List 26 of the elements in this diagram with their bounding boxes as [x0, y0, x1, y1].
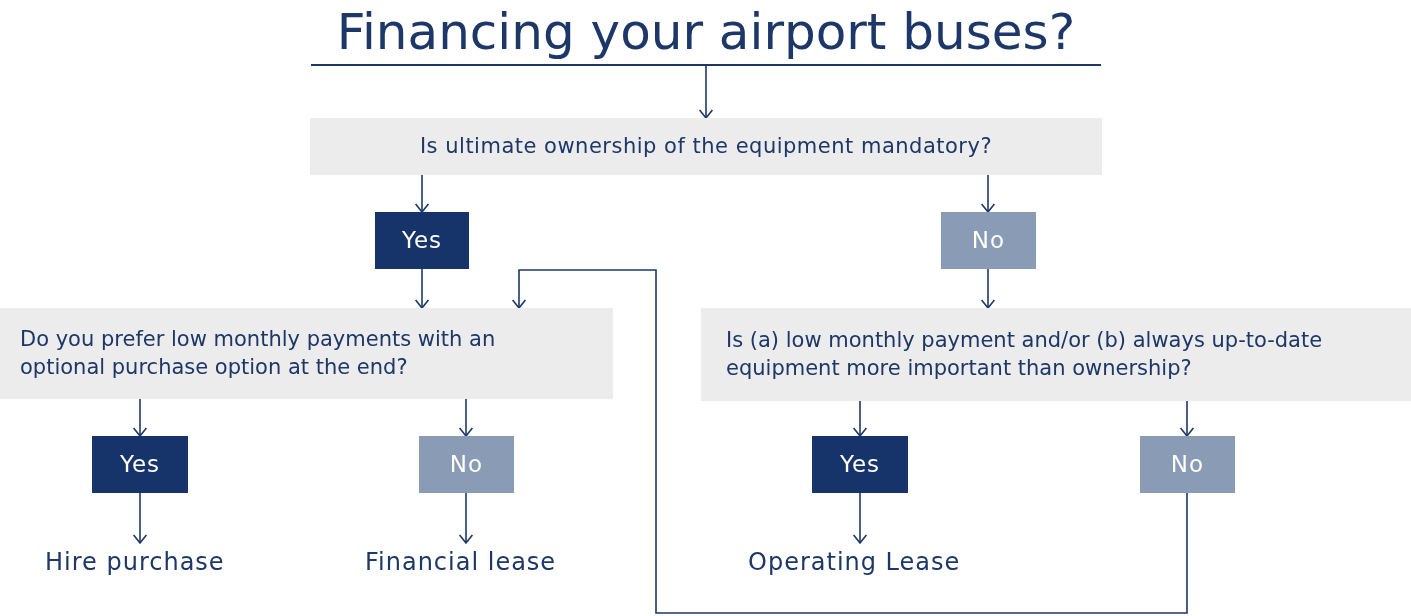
arrow	[1179, 400, 1195, 437]
arrow	[852, 492, 868, 544]
arrow	[132, 492, 148, 544]
arrow	[458, 492, 474, 544]
title-heading: Financing your airport buses?	[311, 0, 1101, 66]
yes-box: Yes	[812, 436, 908, 493]
question-box: Is ultimate ownership of the equipment mandatory?	[310, 118, 1102, 175]
question-box: Is (a) low monthly payment and/or (b) always up-to-date equipment more important than ownership?	[701, 308, 1411, 401]
no-box: No	[419, 436, 514, 493]
arrow	[132, 398, 148, 437]
arrow	[458, 398, 474, 437]
arrow	[980, 268, 996, 309]
arrow	[980, 174, 996, 213]
question-box: Do you prefer low monthly payments with an optional purchase option at the end?	[0, 308, 613, 399]
arrow	[698, 65, 714, 119]
outcome-label: Operating Lease	[743, 543, 993, 583]
outcome-label: Hire purchase	[40, 543, 250, 583]
arrow	[511, 269, 1188, 614]
arrow	[414, 268, 430, 309]
no-box: No	[1140, 436, 1235, 493]
arrow	[414, 174, 430, 213]
arrow	[852, 400, 868, 437]
yes-box: Yes	[375, 212, 469, 269]
yes-box: Yes	[92, 436, 188, 493]
no-box: No	[941, 212, 1036, 269]
outcome-label: Financial lease	[360, 543, 590, 583]
